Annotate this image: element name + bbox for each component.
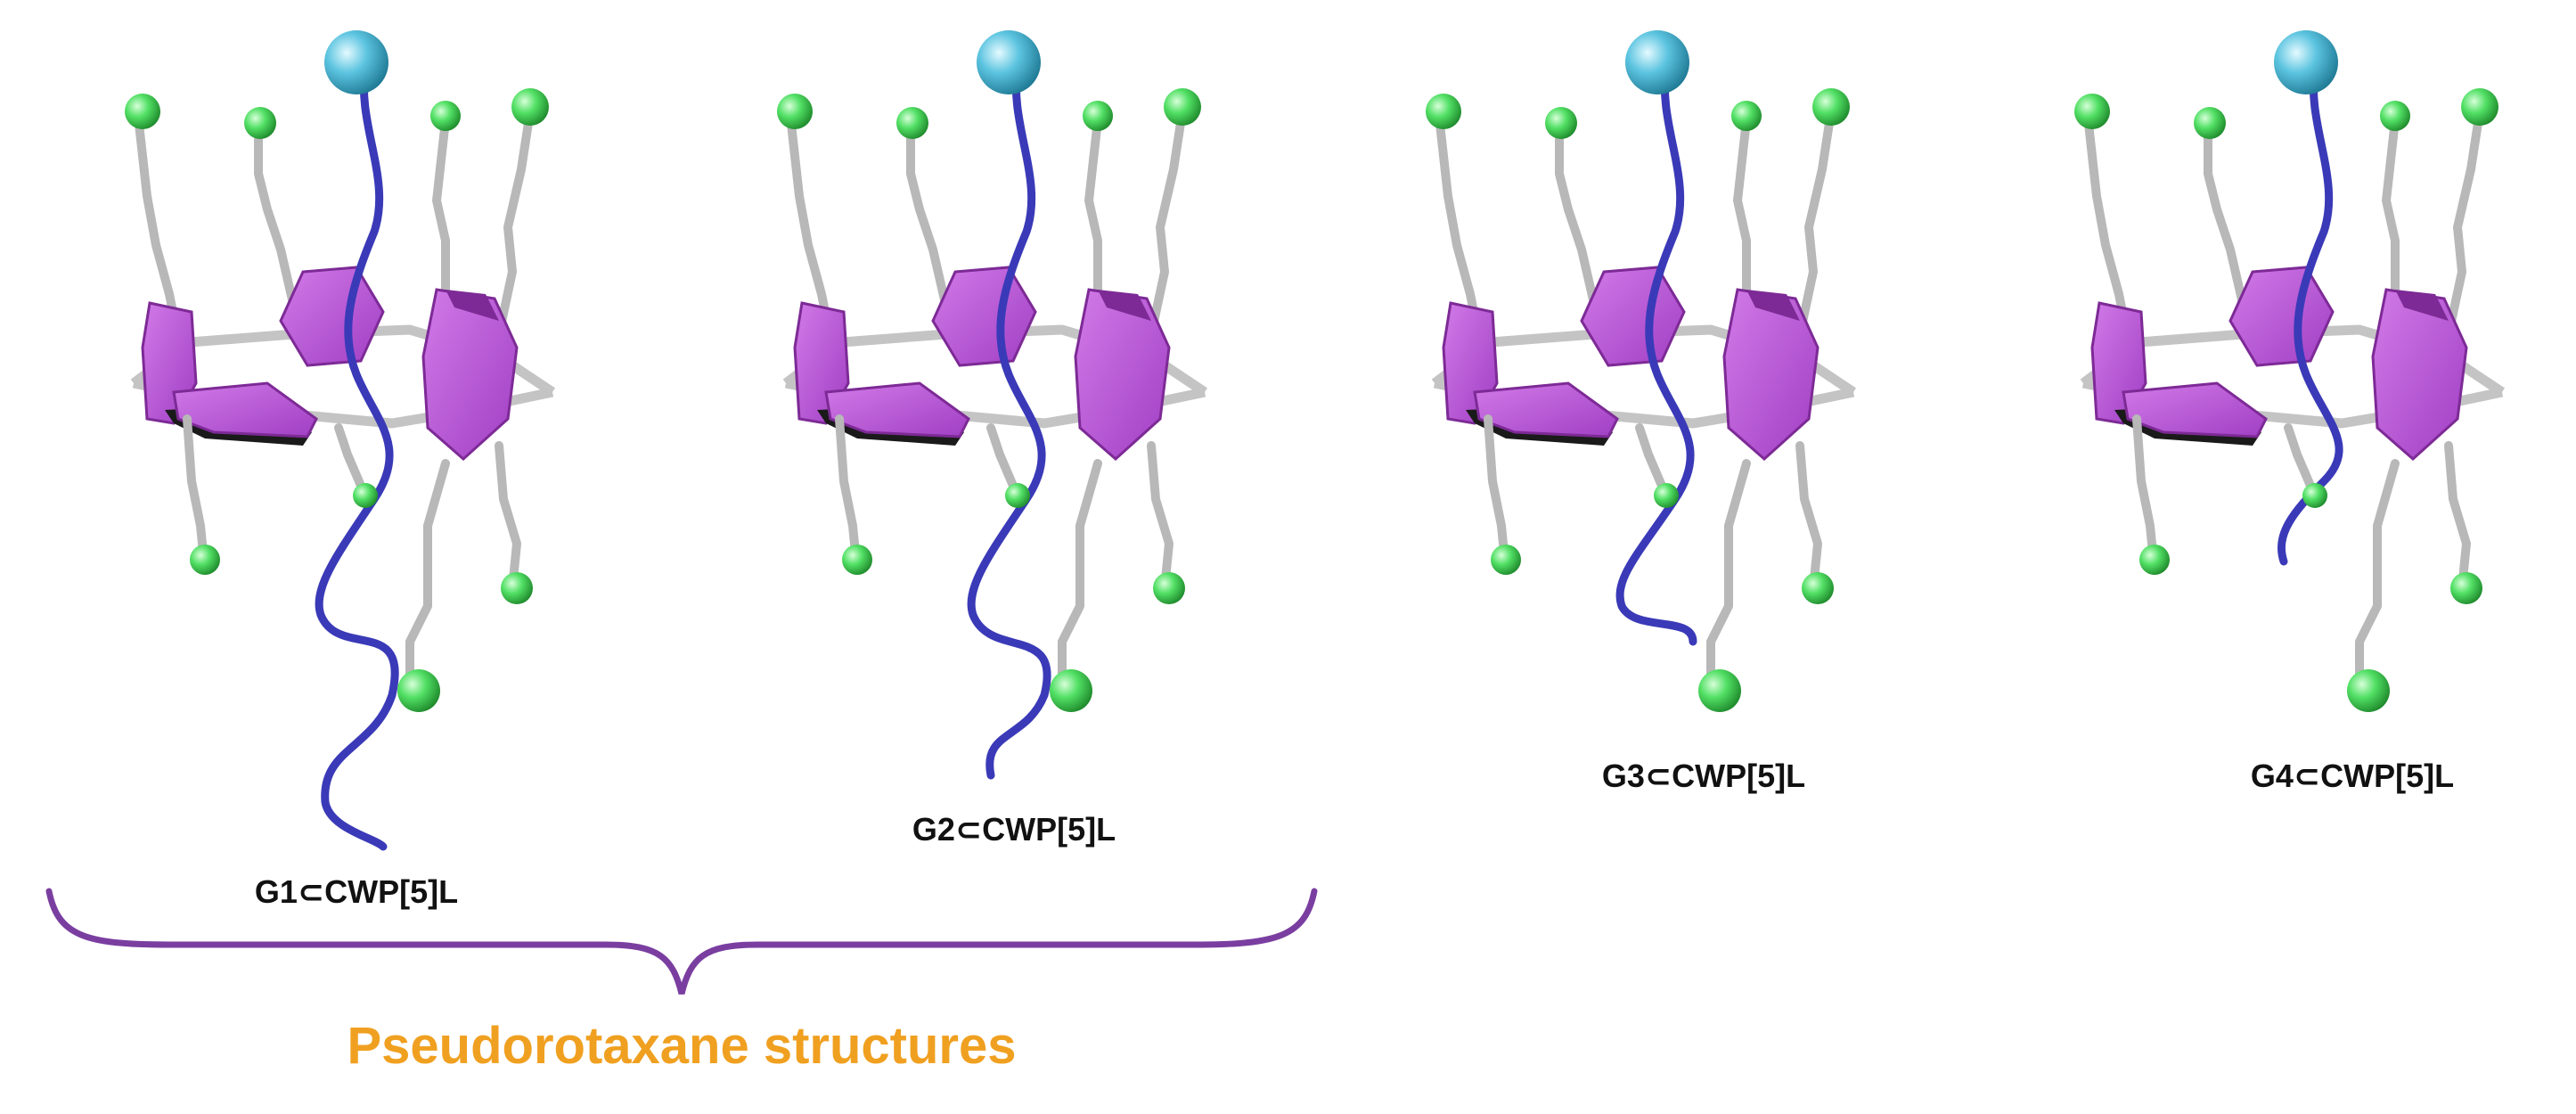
group-bracket xyxy=(45,888,1318,995)
complex-g4 xyxy=(2074,30,2506,712)
group-caption: Pseudorotaxane structures xyxy=(347,1017,1017,1075)
complex-g1 xyxy=(125,30,556,851)
lower-linkers xyxy=(183,414,521,700)
complex-label-g1: G1⊂CWP[5]L xyxy=(254,873,459,910)
complex-g2 xyxy=(777,30,1208,780)
pillar-hexagons xyxy=(141,266,519,462)
guest-axle xyxy=(315,62,399,851)
complex-label-g2: G2⊂CWP[5]L xyxy=(912,811,1116,848)
stopper-sphere xyxy=(324,30,388,94)
upper-terminal-spheres xyxy=(125,88,549,139)
complex-label-g3: G3⊂CWP[5]L xyxy=(1601,758,1806,794)
complex-g3 xyxy=(1426,30,1857,712)
complex-label-g4: G4⊂CWP[5]L xyxy=(2250,758,2455,794)
lower-terminal-spheres xyxy=(190,483,533,712)
